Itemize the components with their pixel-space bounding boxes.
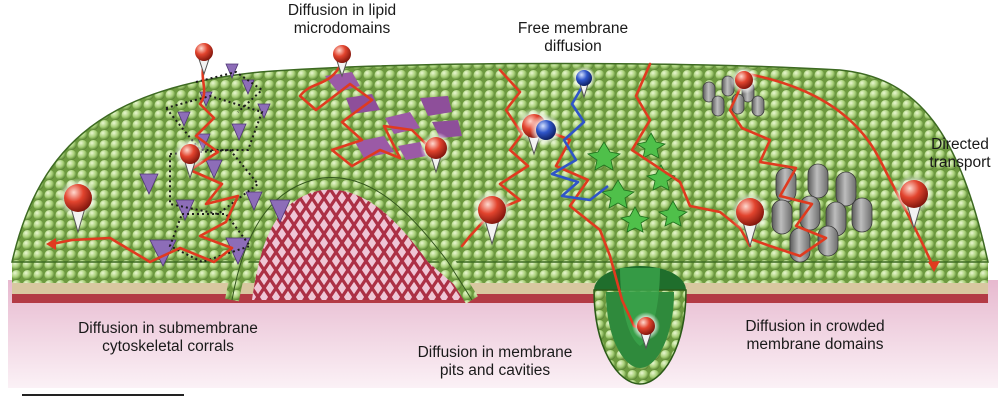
star-proteins — [586, 132, 689, 233]
label-pits-line1: Diffusion in membrane — [417, 344, 573, 361]
trajectory-blue — [550, 79, 609, 202]
label-free-line2: diffusion — [544, 38, 602, 55]
trajectory-lipid — [298, 60, 446, 168]
membrane-edge — [12, 262, 988, 303]
particle-corral-top — [190, 38, 218, 76]
trajectory-corrals — [50, 58, 240, 264]
tracked-proteins — [58, 38, 934, 350]
corral-fence — [164, 70, 264, 264]
particle-left — [58, 178, 98, 234]
label-lipid-microdomains: Diffusion in lipid microdomains — [262, 2, 422, 38]
label-directed-transport: Directed transport — [918, 136, 1002, 172]
label-lipid-line1: Diffusion in lipid — [287, 2, 397, 19]
diffusion-trajectories — [50, 58, 934, 334]
particle-free-blue-top — [572, 66, 596, 99]
particle-directed — [894, 174, 934, 230]
particle-front — [472, 190, 512, 246]
particle-pit — [632, 312, 660, 350]
label-pits-line2: pits and cavities — [439, 362, 551, 379]
cytoskeleton-mesh — [252, 189, 472, 300]
label-directed-line1: Directed — [931, 136, 989, 153]
label-free-membrane: Free membrane diffusion — [498, 20, 648, 56]
scale-bar — [22, 394, 184, 396]
particle-lipid — [420, 132, 452, 174]
label-crowded-line2: membrane domains — [746, 336, 884, 353]
label-directed-line2: transport — [929, 154, 991, 171]
label-corrals-line1: Diffusion in submembrane — [78, 320, 258, 337]
label-membrane-pits: Diffusion in membrane pits and cavities — [400, 344, 590, 380]
label-submembrane-corrals: Diffusion in submembrane cytoskeletal co… — [48, 320, 288, 356]
label-corrals-line2: cytoskeletal corrals — [102, 338, 234, 355]
label-free-line1: Free membrane — [517, 20, 629, 37]
trajectory-crowded — [728, 78, 828, 258]
particle-crowded — [730, 192, 770, 248]
particle-lipid-top — [328, 40, 356, 78]
label-crowded-line1: Diffusion in crowded — [745, 318, 885, 335]
particle-crowded-top — [730, 66, 758, 94]
particle-free-blue — [530, 114, 562, 146]
trajectory-center — [538, 126, 652, 334]
label-lipid-line2: microdomains — [293, 20, 391, 37]
particle-corral-mid — [174, 138, 206, 180]
label-crowded-domains: Diffusion in crowded membrane domains — [720, 318, 910, 354]
